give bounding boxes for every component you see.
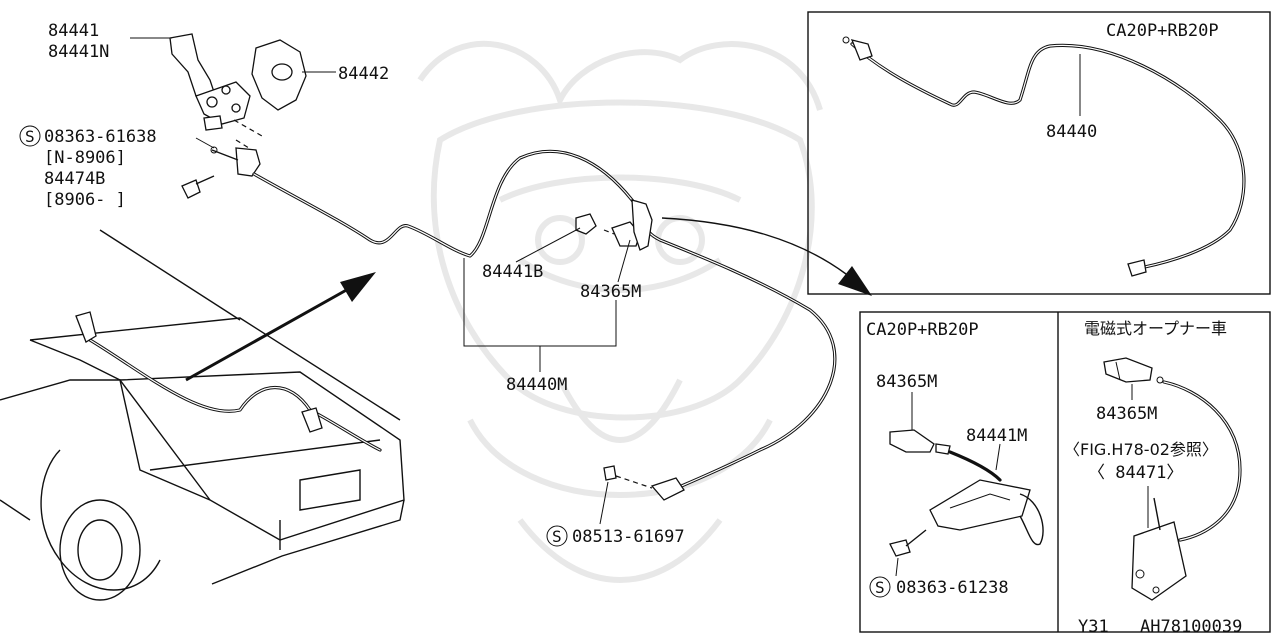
screw-symbol-1: S	[19, 125, 41, 147]
arrow-to-inset	[661, 217, 872, 296]
inset-bottom-right-title: 電磁式オープナー車	[1084, 319, 1227, 338]
lever-assembly	[169, 33, 307, 199]
label-84442: 84442	[338, 64, 389, 84]
footer: Y31 AH78100039	[1078, 617, 1242, 637]
svg-text:S: S	[875, 578, 885, 597]
label-84440m: 84440M	[506, 375, 567, 395]
label-8906: [8906- ]	[44, 190, 126, 210]
svg-text:S: S	[552, 527, 562, 546]
label-84365m-main: 84365M	[580, 282, 641, 302]
inset-bottom: CA20P+RB20P 84365M 84441M S 08363-61238 …	[859, 311, 1271, 633]
label-08513-61697: 08513-61697	[572, 527, 685, 547]
inset-bottom-left-title: CA20P+RB20P	[866, 320, 979, 340]
label-84440: 84440	[1046, 122, 1097, 142]
label-08363-61238: 08363-61238	[896, 578, 1009, 598]
label-fig-ref: 〈FIG.H78-02参照〉	[1064, 440, 1218, 459]
label-84441n: 84441N	[48, 42, 109, 62]
screw-mark: S	[25, 127, 35, 146]
middle-clip-parts	[575, 199, 685, 501]
screw-symbol-3: S	[869, 576, 891, 598]
label-84365m-right: 84365M	[1096, 404, 1157, 424]
inset-top-right: CA20P+RB20P 84440	[807, 11, 1271, 295]
label-84441b: 84441B	[482, 262, 543, 282]
label-84471: 〈 84471〉	[1088, 463, 1183, 483]
car-outline	[0, 229, 405, 601]
label-84441m: 84441M	[966, 426, 1027, 446]
label-84365m-inset: 84365M	[876, 372, 937, 392]
footer-model: Y31	[1078, 617, 1109, 637]
label-84441: 84441	[48, 21, 99, 41]
footer-code: AH78100039	[1140, 617, 1242, 637]
main-cable	[252, 149, 837, 494]
label-08363-61638: 08363-61638	[44, 127, 157, 147]
label-n-8906: [N-8906]	[44, 148, 126, 168]
inset-top-right-title: CA20P+RB20P	[1106, 21, 1219, 41]
screw-symbol-2: S	[546, 525, 568, 547]
watermark-emblem	[417, 40, 823, 583]
main-labels: 84441 84441N 84442 S 08363-61638 [N-8906…	[19, 21, 685, 547]
label-84474b: 84474B	[44, 169, 105, 189]
